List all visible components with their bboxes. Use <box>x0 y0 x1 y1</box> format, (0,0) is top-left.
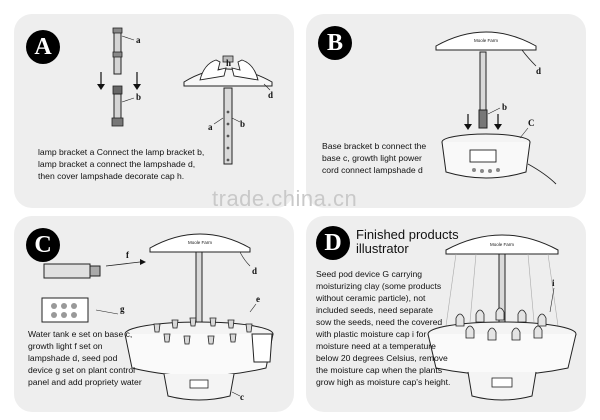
label-b-b: b <box>502 102 507 112</box>
arrow-down-icon <box>464 114 502 130</box>
watermark: trade.china.cn <box>212 186 358 211</box>
brand-label-d: Moole Farm <box>490 242 514 247</box>
label-h: h <box>226 58 231 68</box>
lamp-bracket-a <box>112 27 123 75</box>
growth-light-f <box>43 263 101 279</box>
step-badge-c: C <box>26 228 60 262</box>
label-a-top: a <box>136 35 141 45</box>
lampshade <box>149 233 251 253</box>
base-c <box>163 373 235 401</box>
step-d-title: Finished products illustrator <box>356 227 459 256</box>
panel-a: A a b <box>14 14 294 208</box>
diagram-c: Moole Farm d f g e <box>41 233 274 402</box>
step-c-description: Water tank e set on base c, growth light… <box>28 329 142 387</box>
bracket-upper <box>479 51 487 111</box>
label-c-c: c <box>240 392 244 402</box>
step-badge-b: B <box>318 26 352 60</box>
power-cord <box>527 163 557 185</box>
decorate-cap-h <box>222 55 234 63</box>
brand-label-b: Moole Farm <box>474 38 498 43</box>
water-cup <box>251 333 273 363</box>
step-a-description: lamp bracket a Connect the lamp bracket … <box>38 147 205 181</box>
base-c <box>441 133 531 179</box>
diagram-a: a b h a d b <box>97 27 273 165</box>
label-a-right: a <box>208 122 213 132</box>
lampshade <box>445 234 559 255</box>
lampshade-d <box>183 68 273 87</box>
step-badge-a: A <box>26 30 60 64</box>
step-d-description: Seed pod device G carrying moisturizing … <box>316 269 451 387</box>
lampshade <box>435 31 537 51</box>
assembled-bracket <box>223 87 233 165</box>
seed-pods <box>153 317 253 345</box>
brand-label-c: Moole Farm <box>188 240 212 245</box>
bracket <box>195 251 203 333</box>
step-badge-d: D <box>316 226 350 260</box>
moisture-caps-i <box>455 307 547 341</box>
label-d: d <box>268 90 273 100</box>
label-d-b: d <box>536 66 541 76</box>
panel-d: D Finished products illustrator Moole Fa… <box>306 216 586 412</box>
water-tank-e <box>124 321 274 377</box>
arrow-down-icon <box>97 72 141 90</box>
label-e: e <box>256 294 260 304</box>
hands-icon <box>199 59 259 81</box>
label-b-left: b <box>136 92 141 102</box>
step-b-description: Base bracket b connect the base c, growt… <box>322 141 427 175</box>
diagram-b: Moole Farm d b C <box>435 31 557 185</box>
light-rays <box>445 253 559 327</box>
label-b-right: b <box>240 119 245 129</box>
panel-b: B Moole Farm d b C Base bracket b connec… <box>306 14 586 208</box>
diagram-d: Moole Farm i <box>427 234 577 401</box>
label-f: f <box>126 250 130 260</box>
panel-c: C Moole Farm d f g <box>14 216 294 412</box>
lamp-bracket-b <box>111 85 124 127</box>
seed-pod-device-g <box>41 297 89 323</box>
label-d-c: d <box>252 266 257 276</box>
label-c-b: C <box>528 118 535 128</box>
base-bracket-b <box>478 109 488 129</box>
label-i: i <box>552 278 555 288</box>
label-g: g <box>120 304 125 314</box>
